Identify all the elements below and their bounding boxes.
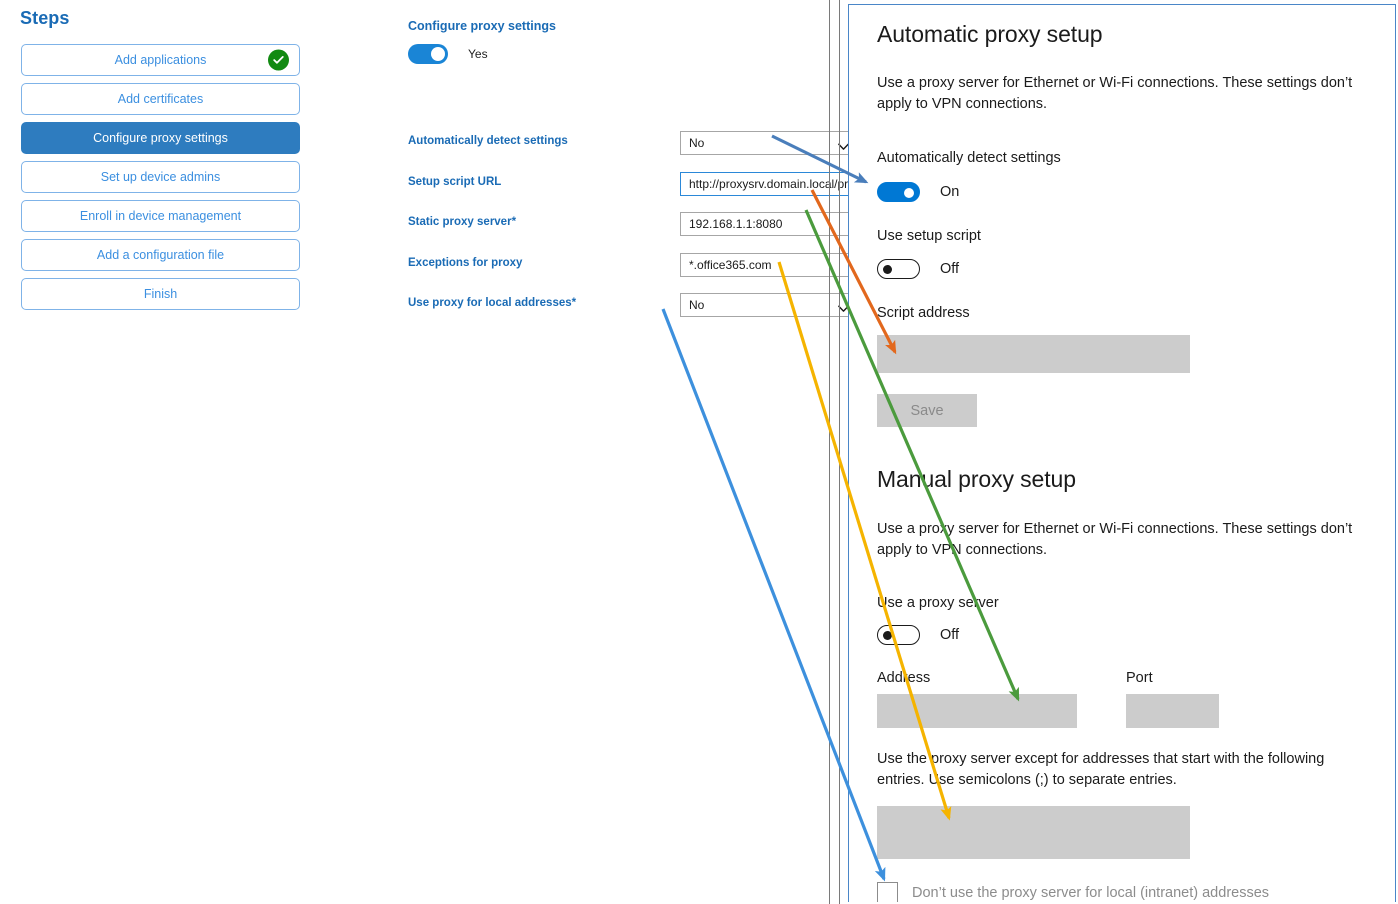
windows-proxy-settings-panel: Automatic proxy setup Use a proxy server… <box>848 4 1396 902</box>
steps-list: Add applications Add certificates Config… <box>21 44 300 317</box>
use-setup-script-label: Use setup script <box>877 228 981 244</box>
address-input[interactable] <box>877 694 1077 728</box>
local-addresses-checkbox-row[interactable]: Don’t use the proxy server for local (in… <box>877 882 1269 902</box>
local-addresses-checkbox-label: Don’t use the proxy server for local (in… <box>912 884 1270 901</box>
step-label: Configure proxy settings <box>93 131 228 145</box>
step-item-set-up-device-admins[interactable]: Set up device admins <box>21 161 300 193</box>
automatically-detect-settings-select[interactable]: No <box>680 131 858 155</box>
step-item-add-applications[interactable]: Add applications <box>21 44 300 76</box>
divider-line-inner <box>839 0 840 904</box>
configure-proxy-settings-toggle-row: Yes <box>408 44 488 64</box>
proxy-form-panel: Configure proxy settings Yes Automatical… <box>330 0 899 904</box>
automatically-detect-settings-toggle-row: On <box>877 182 959 202</box>
save-button[interactable]: Save <box>877 394 977 427</box>
required-marker: * <box>571 297 577 309</box>
configure-proxy-settings-toggle[interactable] <box>408 44 448 64</box>
script-address-input[interactable] <box>877 335 1190 373</box>
step-label: Set up device admins <box>100 170 221 184</box>
exceptions-description: Use the proxy server except for addresse… <box>877 751 1325 788</box>
manual-proxy-setup-heading: Manual proxy setup <box>877 466 1076 492</box>
field-label: Exceptions for proxy <box>408 257 523 269</box>
field-label: Static proxy server* <box>408 216 517 228</box>
automatic-proxy-setup-heading: Automatic proxy setup <box>877 21 1103 47</box>
use-a-proxy-server-toggle-row: Off <box>877 625 959 645</box>
use-a-proxy-server-label: Use a proxy server <box>877 595 999 611</box>
field-label: Setup script URL <box>408 176 502 188</box>
checkbox-icon[interactable] <box>877 882 898 902</box>
automatically-detect-settings-toggle[interactable] <box>877 182 920 202</box>
automatically-detect-settings-label: Automatically detect settings <box>877 150 1061 166</box>
form-title: Configure proxy settings <box>408 19 556 33</box>
select-value: No <box>689 136 705 150</box>
check-circle-icon <box>268 49 289 71</box>
port-label: Port <box>1126 670 1153 686</box>
field-label: Automatically detect settings <box>408 135 568 147</box>
select-value: No <box>689 298 705 312</box>
manual-proxy-setup-description: Use a proxy server for Ethernet or Wi-Fi… <box>877 521 1353 558</box>
automatically-detect-settings-toggle-state: On <box>940 184 960 200</box>
configure-proxy-settings-toggle-label: Yes <box>468 47 488 61</box>
steps-panel: Steps Add applications Add certificates … <box>0 0 330 904</box>
use-a-proxy-server-toggle[interactable] <box>877 625 920 645</box>
step-item-enroll-in-device-management[interactable]: Enroll in device management <box>21 200 300 232</box>
step-label: Add a configuration file <box>96 248 225 262</box>
required-marker: * <box>511 216 517 228</box>
input-value: 192.168.1.1:8080 <box>689 217 783 231</box>
step-item-add-a-configuration-file[interactable]: Add a configuration file <box>21 239 300 271</box>
divider-line-outer <box>829 0 830 904</box>
exceptions-input[interactable] <box>877 806 1190 859</box>
input-value: *.office365.com <box>689 258 772 272</box>
step-item-finish[interactable]: Finish <box>21 278 300 310</box>
use-setup-script-toggle[interactable] <box>877 259 920 279</box>
step-item-configure-proxy-settings[interactable]: Configure proxy settings <box>21 122 300 154</box>
step-label: Finish <box>143 287 178 301</box>
step-label: Add applications <box>114 53 207 67</box>
port-input[interactable] <box>1126 694 1219 728</box>
step-label: Add certificates <box>117 92 204 106</box>
step-item-add-certificates[interactable]: Add certificates <box>21 83 300 115</box>
use-setup-script-toggle-state: Off <box>940 261 960 277</box>
use-a-proxy-server-toggle-state: Off <box>940 627 960 643</box>
use-proxy-for-local-addresses-select[interactable]: No <box>680 293 858 317</box>
field-label: Use proxy for local addresses* <box>408 297 577 309</box>
save-button-label: Save <box>910 402 944 419</box>
script-address-label: Script address <box>877 305 970 321</box>
automatic-proxy-setup-description: Use a proxy server for Ethernet or Wi-Fi… <box>877 75 1353 112</box>
steps-title: Steps <box>20 8 70 28</box>
use-setup-script-toggle-row: Off <box>877 259 959 279</box>
address-label: Address <box>877 670 931 686</box>
step-label: Enroll in device management <box>79 209 242 223</box>
